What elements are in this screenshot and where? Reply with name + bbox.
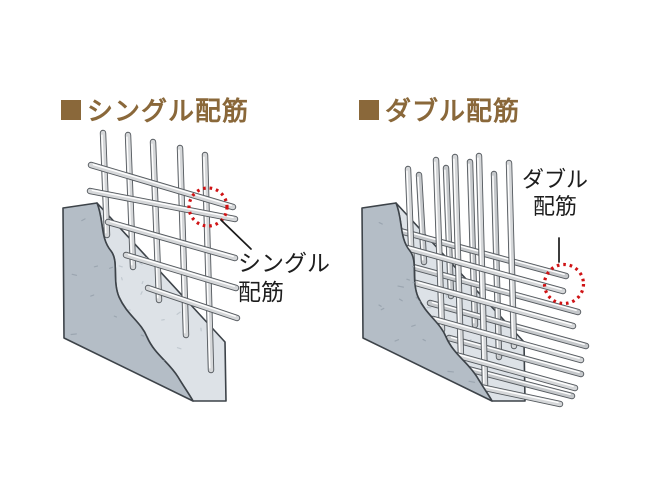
pointer-line	[220, 219, 252, 250]
double-rebar-annotation: ダブル 配筋	[516, 166, 594, 220]
rebar-grid	[396, 152, 590, 408]
section-title-double: ダブル配筋	[359, 91, 520, 128]
section-title-label: シングル配筋	[87, 96, 250, 126]
annotation-line: シングル	[238, 250, 330, 276]
concrete-wall-broken-face	[361, 202, 493, 402]
rebar-grid	[86, 129, 241, 374]
section-title-single: シングル配筋	[61, 91, 249, 128]
title-marker-icon	[359, 99, 379, 120]
section-title-label: ダブル配筋	[385, 96, 521, 126]
annotation-line: 配筋	[238, 279, 284, 305]
annotation-line: 配筋	[532, 194, 577, 219]
double-rebar-diagram	[361, 152, 590, 408]
single-rebar-diagram	[62, 129, 252, 402]
highlight-circle	[187, 186, 229, 228]
title-marker-icon	[61, 99, 81, 120]
highlight-circle	[542, 262, 586, 306]
annotation-line: ダブル	[521, 167, 588, 192]
single-rebar-annotation: シングル 配筋	[238, 249, 330, 307]
